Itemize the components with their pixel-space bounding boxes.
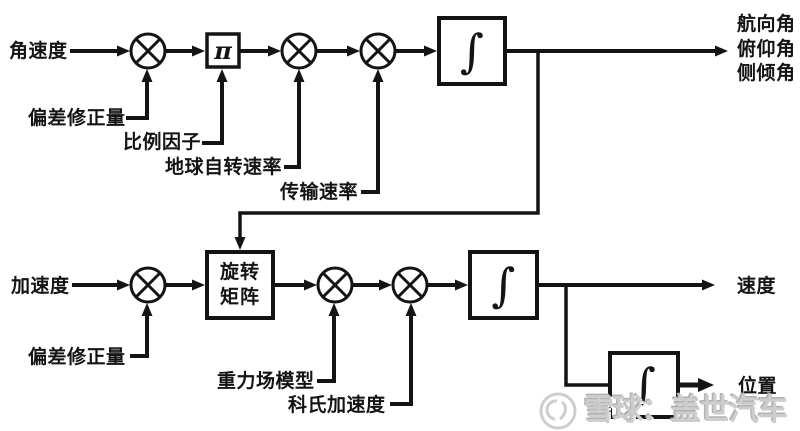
label-pitch-angle: 俯仰角 bbox=[737, 38, 796, 60]
arrow-right-icon bbox=[698, 378, 714, 392]
integrator3-block bbox=[608, 351, 680, 419]
label-angular-velocity: 角速度 bbox=[9, 41, 68, 62]
label-acceleration: 加速度 bbox=[11, 276, 70, 297]
connector-gravity-model bbox=[317, 315, 336, 383]
connector-bias-top bbox=[126, 81, 149, 120]
pi-symbol: π bbox=[214, 36, 232, 65]
arrowheads bbox=[117, 45, 728, 392]
arrow-right-icon bbox=[268, 45, 281, 57]
xueqiu-snowball-logo-icon bbox=[539, 392, 577, 430]
multiplier-junction-icon bbox=[391, 266, 429, 304]
arrow-right-icon bbox=[715, 45, 728, 57]
label-heading-angle: 航向角 bbox=[737, 14, 796, 35]
arrow-right-icon bbox=[192, 45, 205, 57]
label-coriolis-acceleration: 科氏加速度 bbox=[288, 395, 386, 416]
integral-symbol: ∫ bbox=[460, 24, 484, 78]
connector-coriolis bbox=[390, 315, 413, 406]
flow-lines bbox=[70, 49, 717, 388]
multiplier-junction-icon bbox=[359, 32, 397, 70]
arrow-up-icon bbox=[293, 69, 305, 82]
multiplier-junction-icon bbox=[129, 32, 167, 70]
label-position: 位置 bbox=[738, 376, 778, 397]
connector-transport-rate bbox=[361, 81, 380, 194]
arrow-up-icon bbox=[141, 303, 153, 316]
label-scale-factor: 比例因子 bbox=[123, 132, 202, 153]
arrow-right-icon bbox=[702, 279, 715, 291]
arrow-right-icon bbox=[117, 279, 130, 291]
label-gravity-field-model: 重力场模型 bbox=[217, 371, 315, 392]
label-connectors bbox=[126, 81, 413, 406]
rotation-matrix-block bbox=[205, 250, 275, 320]
multiplier-junction-icon bbox=[129, 266, 167, 304]
arrow-right-icon bbox=[455, 279, 468, 291]
rotation-matrix-text: 旋转 矩阵 bbox=[207, 252, 273, 318]
arrow-up-icon bbox=[141, 69, 153, 82]
label-earth-rotation-rate: 地球自转速率 bbox=[165, 157, 283, 178]
label-roll-angle: 侧倾角 bbox=[737, 63, 796, 84]
arrow-up-icon bbox=[372, 69, 384, 82]
arrow-right-icon bbox=[379, 279, 392, 291]
arrow-right-icon bbox=[304, 279, 317, 291]
arrow-up-icon bbox=[216, 69, 228, 82]
arrow-right-icon bbox=[192, 279, 205, 291]
connector-earth-rate bbox=[284, 81, 301, 169]
feedback-line-attitude-to-rotation-matrix bbox=[238, 51, 540, 239]
integrator2-block bbox=[468, 250, 539, 320]
watermark-text: 雪球：盖世汽车 bbox=[584, 394, 788, 427]
integral-symbol: ∫ bbox=[491, 258, 516, 312]
arrow-down-icon bbox=[234, 237, 246, 250]
label-bias-correction-top: 偏差修正量 bbox=[28, 108, 126, 129]
label-transport-rate: 传输速率 bbox=[280, 182, 359, 203]
pi-block bbox=[205, 32, 241, 69]
arrow-right-icon bbox=[347, 45, 360, 57]
arrow-right-icon bbox=[117, 45, 130, 57]
arrow-up-icon bbox=[328, 303, 340, 316]
arrow-up-icon bbox=[405, 303, 417, 316]
integrator1-block bbox=[437, 16, 507, 86]
label-bias-correction-bottom: 偏差修正量 bbox=[28, 347, 126, 368]
integral-symbol: ∫ bbox=[632, 358, 656, 412]
multiplier-junction-icon bbox=[316, 266, 354, 304]
connector-scale-factor bbox=[202, 81, 224, 145]
label-velocity: 速度 bbox=[737, 276, 777, 297]
blocks bbox=[205, 16, 680, 419]
arrow-right-icon bbox=[424, 45, 437, 57]
connector-bias-bottom bbox=[130, 315, 149, 358]
attitude-outputs: 航向角 俯仰角 侧倾角 bbox=[737, 13, 796, 87]
branch-velocity-to-integrator3 bbox=[564, 285, 612, 387]
rotation-matrix-line1: 旋转 bbox=[219, 262, 260, 283]
rotation-matrix-line2: 矩阵 bbox=[219, 287, 260, 308]
multiplier-junction-icon bbox=[280, 32, 318, 70]
multiplier-junctions bbox=[129, 32, 429, 304]
